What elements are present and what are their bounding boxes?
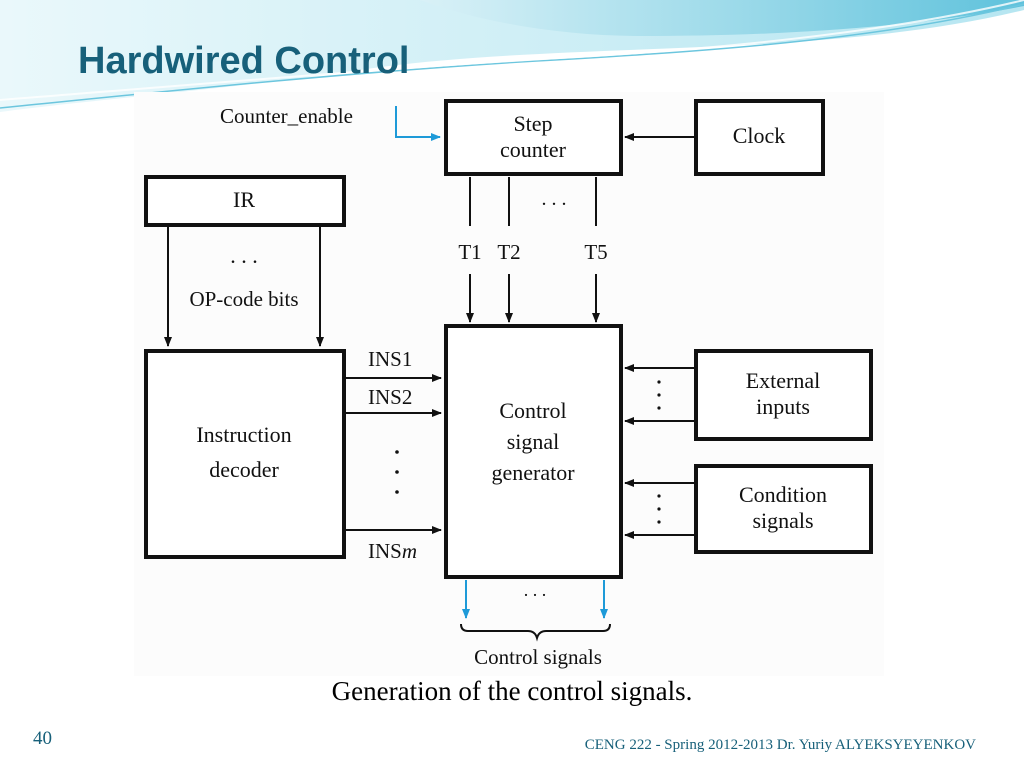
t2-label: T2 <box>497 240 520 264</box>
external-label-1: External <box>746 368 821 393</box>
counter-enable-arrow <box>395 106 441 141</box>
ins-dot-2 <box>395 470 399 474</box>
insm-label: INSm <box>368 539 417 563</box>
ins-dot-1 <box>395 450 399 454</box>
t1-label: T1 <box>458 240 481 264</box>
step-counter-box <box>444 99 623 176</box>
condition-dot-2 <box>657 507 661 511</box>
condition-dot-1 <box>657 494 661 498</box>
output-dots: . . . <box>524 580 547 600</box>
decoder-label-2: decoder <box>209 457 279 482</box>
generator-label-2: signal <box>507 429 560 454</box>
counter-enable-label: Counter_enable <box>220 104 353 128</box>
figure-caption: Generation of the control signals. <box>331 676 693 706</box>
control-signals-brace <box>460 623 611 642</box>
condition-label-2: signals <box>752 508 813 533</box>
ir-label: IR <box>233 187 255 212</box>
step-counter-label-1: Step <box>513 111 552 136</box>
decoder-label-1: Instruction <box>196 422 291 447</box>
external-dot-1 <box>657 380 661 384</box>
ir-box <box>144 175 346 227</box>
slide-title: Hardwired Control <box>78 40 410 82</box>
condition-signals-box <box>694 464 873 554</box>
external-dot-2 <box>657 393 661 397</box>
ins2-label: INS2 <box>368 385 412 409</box>
slide-number: 40 <box>33 728 52 749</box>
generator-label-3: generator <box>491 460 575 485</box>
clock-box <box>694 99 825 176</box>
condition-dot-3 <box>657 520 661 524</box>
external-inputs-box <box>694 349 873 441</box>
instruction-decoder-box <box>144 349 346 559</box>
ins-dot-3 <box>395 490 399 494</box>
ins1-label: INS1 <box>368 347 412 371</box>
control-signal-generator-box <box>444 324 623 579</box>
control-signals-label: Control signals <box>474 645 602 669</box>
generator-label-1: Control <box>499 398 566 423</box>
condition-label-1: Condition <box>739 482 827 507</box>
external-dot-3 <box>657 406 661 410</box>
clock-label: Clock <box>733 123 786 148</box>
step-counter-label-2: counter <box>500 137 567 162</box>
opcode-bits-label: OP-code bits <box>189 287 298 311</box>
control-diagram: Counter_enable Step counter Clock IR . .… <box>144 99 873 669</box>
footer-text: CENG 222 - Spring 2012-2013 Dr. Yuriy AL… <box>584 737 976 753</box>
ir-dots: . . . <box>230 243 258 268</box>
external-label-2: inputs <box>756 394 810 419</box>
t5-label: T5 <box>584 240 607 264</box>
timing-dots: . . . <box>542 188 567 210</box>
